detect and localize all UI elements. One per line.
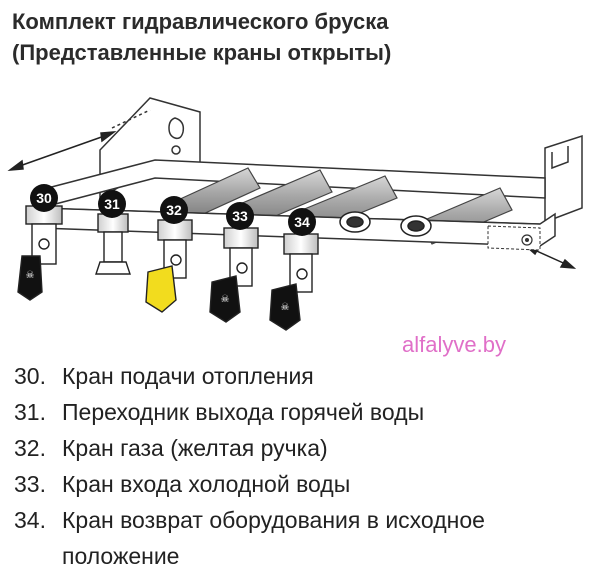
legend-item-32: 32. Кран газа (желтая ручка) <box>14 430 594 466</box>
callout-32-label: 32 <box>166 202 182 218</box>
dimension-arrow-left <box>7 131 117 171</box>
legend-text: Кран возврат оборудования в исходное пол… <box>62 507 485 569</box>
valve-30: ☠ <box>17 205 63 301</box>
svg-text:☠: ☠ <box>221 294 230 305</box>
callout-34: 34 <box>288 208 316 236</box>
legend-text: Кран входа холодной воды <box>62 471 351 497</box>
nut-free-1 <box>339 211 371 233</box>
legend-number: 32. <box>14 435 46 461</box>
legend-number: 31. <box>14 399 46 425</box>
handle-33 <box>209 275 241 323</box>
legend-item-33: 33. Кран входа холодной воды <box>14 466 594 502</box>
legend-number: 30. <box>14 363 46 389</box>
callout-30-label: 30 <box>36 190 52 206</box>
callout-30: 30 <box>30 184 58 212</box>
legend-text: Переходник выхода горячей воды <box>62 399 425 425</box>
handle-32 <box>145 265 177 313</box>
svg-text:☠: ☠ <box>281 302 290 313</box>
page-title: Комплект гидравлического бруска (Предста… <box>12 6 592 68</box>
legend-text: Кран газа (желтая ручка) <box>62 435 328 461</box>
callout-33-label: 33 <box>232 208 248 224</box>
callout-32: 32 <box>160 196 188 224</box>
handle-34 <box>269 283 301 331</box>
valve-31 <box>95 213 131 275</box>
valve-34: ☠ <box>269 233 319 331</box>
legend-text: Кран подачи отопления <box>62 363 314 389</box>
title-line-1: Комплект гидравлического бруска <box>12 9 389 34</box>
callout-33: 33 <box>226 202 254 230</box>
callout-31-label: 31 <box>104 196 120 212</box>
valve-32 <box>145 219 193 313</box>
legend-item-31: 31. Переходник выхода горячей воды <box>14 394 594 430</box>
wall-bracket-right <box>544 134 583 224</box>
legend-number: 33. <box>14 471 46 497</box>
legend-item-30: 30. Кран подачи отопления <box>14 358 594 394</box>
handle-30 <box>17 255 43 301</box>
legend-number: 34. <box>14 507 46 533</box>
nut-free-2 <box>400 215 432 237</box>
legend: 30. Кран подачи отопления 31. Переходник… <box>14 358 594 574</box>
callout-34-label: 34 <box>294 214 310 230</box>
hydraulic-bar-diagram: ☠ ☠ ☠ 30 31 32 <box>7 97 583 331</box>
watermark: alfalyve.by <box>402 332 506 357</box>
title-line-2: (Представленные краны открыты) <box>12 40 392 65</box>
legend-item-34: 34. Кран возврат оборудования в исходное… <box>14 502 594 574</box>
valve-33: ☠ <box>209 227 259 323</box>
svg-text:☠: ☠ <box>26 270 35 281</box>
callout-31: 31 <box>98 190 126 218</box>
